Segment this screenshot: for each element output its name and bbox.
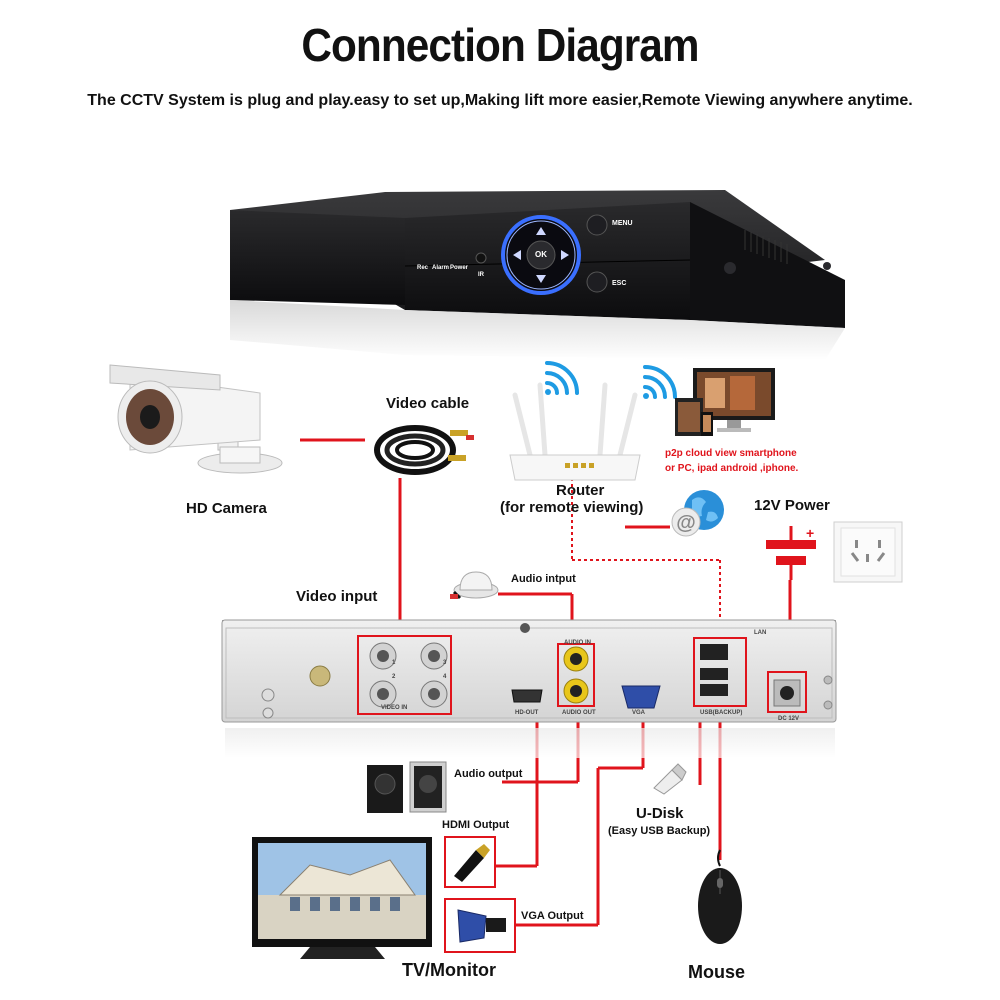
hdmi-output-label: HDMI Output xyxy=(442,819,510,831)
svg-text:+: + xyxy=(806,525,814,541)
hd-camera-label: HD Camera xyxy=(186,500,267,517)
esc-button-label: ESC xyxy=(612,280,627,287)
audio-in-port-label: AUDIO IN xyxy=(564,640,591,646)
p2p-label-line2: or PC, ipad android ,iphone. xyxy=(665,463,799,474)
router-sublabel: (for remote viewing) xyxy=(500,499,644,516)
audio-input-label: Audio intput xyxy=(511,573,576,585)
power-supply-icon: + xyxy=(766,521,903,583)
menu-button-label: MENU xyxy=(612,220,633,227)
camera-icon xyxy=(109,364,283,474)
hd-out-port-label: HD-OUT xyxy=(515,710,539,716)
video-cable-label: Video cable xyxy=(386,395,470,412)
vga-output-label: VGA Output xyxy=(521,910,584,922)
dc12v-port-label: DC 12V xyxy=(778,716,800,722)
audio-out-port-label: AUDIO OUT xyxy=(562,710,596,716)
speakers-icon xyxy=(367,761,447,813)
u-disk-label: U-Disk xyxy=(636,805,684,822)
video-in-port-label: VIDEO IN xyxy=(381,705,408,711)
hdmi-cable-icon xyxy=(444,836,496,888)
svg-text:@: @ xyxy=(676,512,696,534)
video-input-label: Video input xyxy=(296,588,378,605)
wifi-icon xyxy=(643,365,775,436)
page-subtitle: The CCTV System is plug and play.easy to… xyxy=(87,92,913,109)
channel-2-number: 2 xyxy=(392,674,396,680)
globe-icon: @ xyxy=(671,490,724,537)
ir-label: IR xyxy=(478,272,484,278)
monitor-icon xyxy=(252,837,432,959)
panel-reflection xyxy=(225,728,835,758)
p2p-label-line1: p2p cloud view smartphone xyxy=(665,448,797,459)
router-icon xyxy=(509,361,641,481)
ok-button: OK xyxy=(535,250,547,259)
led-rec-label: Rec xyxy=(417,265,429,271)
led-alarm-label: Alarm xyxy=(432,265,450,271)
router-label: Router xyxy=(556,482,605,499)
vga-port-label: VGA xyxy=(632,710,646,716)
usb-port-label: USB(BACKUP) xyxy=(700,710,743,716)
audio-output-label: Audio output xyxy=(454,768,523,780)
power-label: 12V Power xyxy=(754,497,830,514)
microphone-icon xyxy=(450,571,499,600)
tv-monitor-label: TV/Monitor xyxy=(402,960,496,980)
u-disk-sublabel: (Easy USB Backup) xyxy=(608,825,711,837)
usb-drive-icon xyxy=(653,763,687,795)
mouse-label: Mouse xyxy=(688,962,746,982)
channel-3-number: 3 xyxy=(443,660,447,666)
vga-cable-icon xyxy=(444,898,516,953)
channel-1-number: 1 xyxy=(392,660,396,666)
mouse-icon xyxy=(698,849,742,944)
led-power-label: Power xyxy=(450,265,469,271)
lan-port-label: LAN xyxy=(754,630,767,636)
video-cable-icon xyxy=(374,425,474,475)
page-title: Connection Diagram xyxy=(301,19,699,71)
channel-4-number: 4 xyxy=(443,674,447,680)
dvr-back-panel xyxy=(221,619,837,723)
dvr-front xyxy=(230,190,845,360)
